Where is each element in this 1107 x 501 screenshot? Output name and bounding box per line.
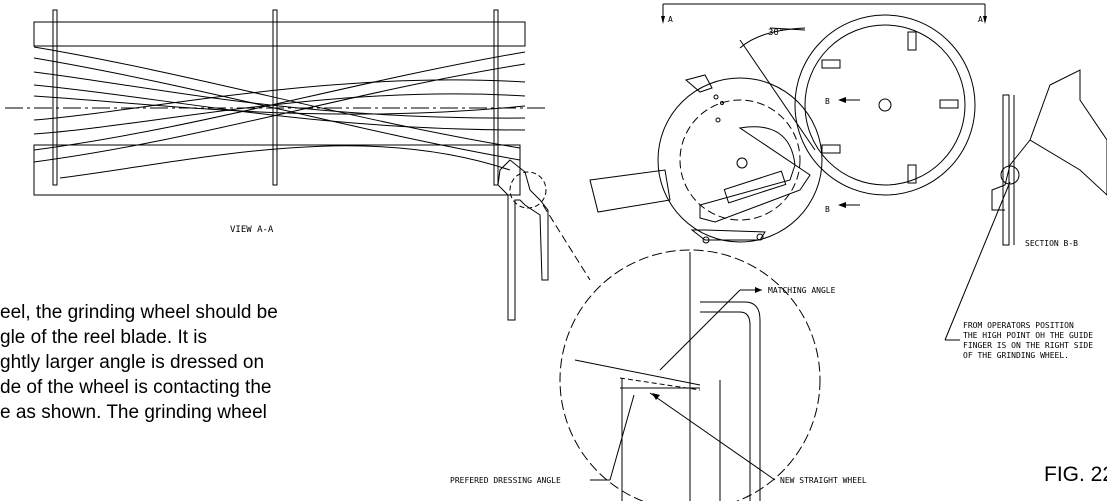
section-a-right-label: A — [978, 15, 983, 24]
section-a-left-label: A — [668, 15, 673, 24]
detail-circle — [542, 204, 821, 501]
instruction-paragraph: eel, the grinding wheel should be gle of… — [0, 300, 420, 425]
note-line: OF THE GRINDING WHEEL. — [963, 351, 1069, 360]
reel-view — [5, 9, 549, 321]
paragraph-line: eel, the grinding wheel should be — [0, 302, 278, 323]
new-straight-wheel-label: NEW STRAIGHT WHEEL — [780, 476, 867, 485]
angle-label: 30° — [768, 28, 784, 38]
note-line: THE HIGH POINT OH THE GUIDE — [963, 331, 1093, 340]
note-line: FINGER IS ON THE RIGHT SIDE — [963, 341, 1093, 350]
figure-label: FIG. 22 — [1044, 463, 1107, 486]
note-line: FROM OPERATORS POSITION — [963, 321, 1074, 330]
section-b-top-label: B — [825, 97, 830, 106]
section-bb — [944, 69, 1107, 341]
paragraph-line: e as shown. The grinding wheel — [0, 402, 267, 423]
paragraph-line: de of the wheel is contacting the — [0, 377, 272, 398]
note-text: FROM OPERATORS POSITION THE HIGH POINT O… — [963, 321, 1093, 360]
matching-angle-label: MATCHING ANGLE — [768, 286, 836, 295]
view-aa-label: VIEW A-A — [230, 225, 274, 235]
prefered-dressing-angle-label: PREFERED DRESSING ANGLE — [450, 476, 561, 485]
grinder-assembly — [589, 3, 986, 244]
section-b-bottom-label: B — [825, 205, 830, 214]
paragraph-line: gle of the reel blade. It is — [0, 327, 208, 348]
paragraph-line: ghtly larger angle is dressed on — [0, 352, 265, 373]
section-bb-label: SECTION B-B — [1025, 239, 1078, 248]
